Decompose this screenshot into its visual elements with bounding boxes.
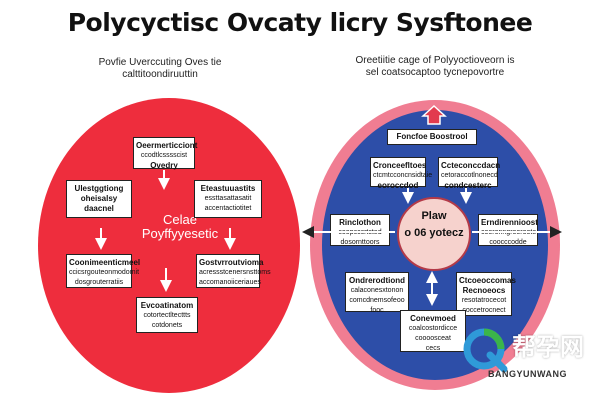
right-box-header: Foncfoe Boostrool: [387, 129, 477, 145]
box-line: Rinclothon: [339, 218, 381, 227]
right-box-lower-right: Ctcoeoccomas Recnoeocs resotatrocecot co…: [456, 272, 516, 316]
center-circle-line-2: o 06 yotecz: [404, 227, 464, 239]
right-center-circle: Plaw o 06 yotecz: [397, 197, 471, 271]
box-line: resotatrocecot: [461, 297, 507, 304]
right-box-upper-right: Ccteconccdacn cetoraccotlnonecd condcest…: [438, 157, 501, 190]
box-line: coooosceat: [415, 335, 451, 342]
box-line: coopcccrtcted: [338, 229, 382, 236]
box-line: cotdonets: [151, 322, 183, 329]
right-subtitle-line-1: Oreetiitie cage of Polyyoctioveorn is: [355, 55, 515, 66]
left-center-label-line-1: Celae: [163, 212, 197, 227]
box-line: essttasattasatit: [204, 195, 252, 202]
box-line: cecs: [425, 345, 441, 352]
left-subtitle-line-1: Povfie Uverccuting Oves tie: [98, 57, 222, 68]
box-line: coccetrocnect: [462, 307, 506, 314]
diagram-title: Polycyctisc Ovcaty licry Sysftonee: [67, 8, 533, 37]
left-center-label-line-2: Poyffyyesetic: [141, 226, 219, 241]
box-line: Cronceefltoes: [373, 161, 427, 170]
box-line: ccicsrgouteonmodomit: [69, 269, 140, 276]
left-box-top: Oeermerticciont ccodtlcsssscist Ovedry: [133, 137, 198, 170]
box-line: coocccodde: [489, 239, 527, 246]
left-box-bottom: Evcoatinatom cotortectltecttts cotdonets: [136, 297, 198, 333]
box-line: condcesterc: [444, 181, 492, 190]
box-line: calaconesxtonon: [350, 287, 404, 294]
box-line: cooronngrooroote: [481, 229, 537, 236]
box-line: cetoraccotlnonecd: [441, 172, 498, 179]
box-line: Conevmoed: [410, 314, 456, 323]
box-line: Ctcoeoccomas: [459, 276, 516, 285]
box-line: Ulestggtiong: [74, 184, 124, 193]
box-line: ctcmtcconcnsidtaie: [373, 172, 433, 179]
box-line: Ovedry: [150, 161, 178, 170]
box-line: comcdnemsofeoo: [349, 297, 405, 304]
box-line: Erndirennioost: [481, 218, 538, 227]
left-box-lower-right: Gostvrroutvioma acressstcenersnsttoms ac…: [196, 254, 271, 288]
left-box-upper-right: Eteastuuastits essttasattasatit accentac…: [194, 180, 262, 218]
box-line: acressstcenersnsttoms: [199, 269, 271, 276]
site-logo[interactable]: 帮孕网 BANGYUNWANG: [460, 325, 590, 385]
right-box-mid-left: Rinclothon coopcccrtcted dosornttoors: [330, 214, 390, 246]
left-box-lower-left: Coonimeenticmeel ccicsrgouteonmodomit do…: [66, 254, 141, 288]
box-line: Ondrerodtiond: [349, 276, 405, 285]
box-line: oheisalsy: [80, 194, 118, 203]
box-line: dosornttoors: [340, 239, 380, 246]
box-line: daacnel: [84, 204, 114, 213]
box-line: Eteastuuastits: [200, 184, 256, 193]
right-subtitle-line-2: sel coatsocaptoo tycnepovortre: [365, 67, 505, 78]
left-panel-subtitle: Povfie Uverccuting Oves tie calttitoondi…: [60, 57, 260, 81]
box-line: Recnoeocs: [462, 286, 506, 295]
box-line: eoroccdod: [377, 181, 419, 190]
logo-name-cn: 帮孕网: [512, 333, 584, 361]
right-box-bottom: Conevmoed coalcostordicce coooosceat cec…: [400, 310, 466, 352]
box-line: Ccteconccdacn: [441, 161, 501, 170]
box-line: Foncfoe Boostrool: [396, 132, 468, 141]
box-line: coalcostordicce: [408, 325, 458, 332]
box-line: cotortectltecttts: [143, 312, 191, 319]
center-circle-line-1: Plaw: [421, 210, 447, 222]
right-panel-subtitle: Oreetiitie cage of Polyyoctioveorn is se…: [330, 55, 540, 79]
logo-name-en: BANGYUNWANG: [488, 369, 567, 379]
box-line: Oeermerticciont: [136, 141, 198, 150]
left-box-upper-left: Ulestggtiong oheisalsy daacnel: [66, 180, 132, 218]
box-line: Gostvrroutvioma: [199, 258, 264, 267]
box-line: Evcoatinatom: [140, 301, 194, 310]
box-line: dosgrouterratiis: [74, 279, 124, 286]
box-line: fooc: [370, 307, 384, 314]
right-box-lower-left: Ondrerodtiond calaconesxtonon comcdnemso…: [345, 272, 409, 314]
box-line: ccodtlcsssscist: [140, 152, 188, 159]
left-center-label: Celae Poyffyyesetic: [120, 213, 240, 241]
box-line: Coonimeenticmeel: [69, 258, 141, 267]
box-line: accentactiotitet: [204, 205, 252, 212]
logo-mark-icon: [463, 328, 508, 373]
right-box-upper-left: Cronceefltoes ctcmtcconcnsidtaie eoroccd…: [370, 157, 433, 190]
left-subtitle-line-2: calttitoondiruuttin: [122, 69, 198, 80]
right-box-mid-right: Erndirennioost cooronngrooroote coocccod…: [478, 214, 538, 246]
box-line: accomanoiiceriaues: [199, 279, 261, 286]
